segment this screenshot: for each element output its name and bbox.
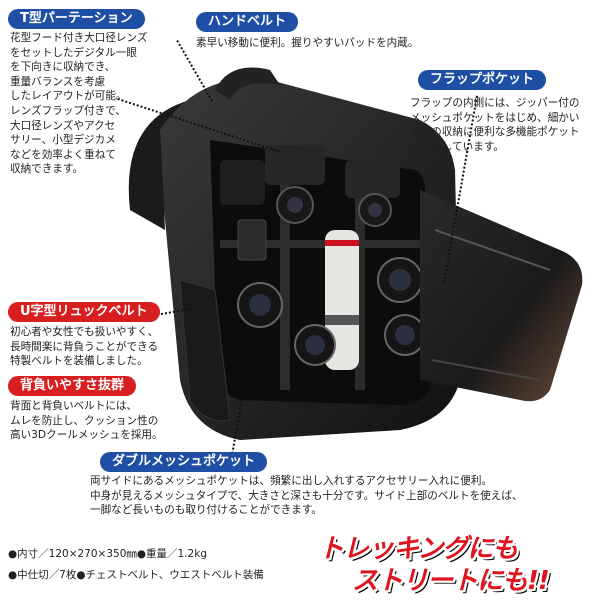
slogan-line-2: ストリートにも!!: [352, 566, 550, 596]
hand-belt-title: ハンドベルト: [196, 12, 299, 32]
camera-backpack-photo: [128, 67, 583, 441]
comfort-text: 背面と背負いベルトには、 ムレを防止し、クッション性の 高い3Dクールメッシュを…: [10, 400, 163, 442]
flap-pocket-title: フラップポケット: [418, 70, 547, 90]
mesh-pocket-title: ダブルメッシュポケット: [100, 452, 268, 472]
flap-pocket-text: フラップの内側には、ジッパー付の メッシュポケットをはじめ、細かい 機材の収納に…: [410, 97, 580, 153]
slogan-line-1: トレッキングにも: [318, 534, 518, 564]
hand-belt-text: 素早い移動に便利。握りやすいパッドを内蔵。: [196, 37, 419, 49]
t-partition-title: T型パーテーション: [8, 9, 145, 29]
spec-line-2: ●中仕切／7枚●チェストベルト、ウエストベルト装備: [8, 569, 264, 581]
u-belt-text: 初心者や女性でも扱いやすく、 長時間楽に背負うことができる 特製ベルトを装備しま…: [10, 326, 159, 368]
u-belt-title: U字型リュックベルト: [8, 302, 160, 322]
mesh-pocket-text: 両サイドにあるメッシュポケットは、頻繁に出し入れするアクセサリー入れに便利。 中…: [90, 475, 523, 517]
spec-line-1: ●内寸／120×270×350㎜●重量／1.2kg: [8, 548, 207, 560]
t-partition-text: 花型フード付き大口径レンズ をセットしたデジタル一眼 を下向きに収納でき、 重量…: [10, 32, 148, 176]
comfort-title: 背負いやすさ抜群: [8, 376, 137, 396]
spec-list: ●内寸／120×270×350㎜●重量／1.2kg ●中仕切／7枚●チェストベル…: [8, 544, 264, 586]
